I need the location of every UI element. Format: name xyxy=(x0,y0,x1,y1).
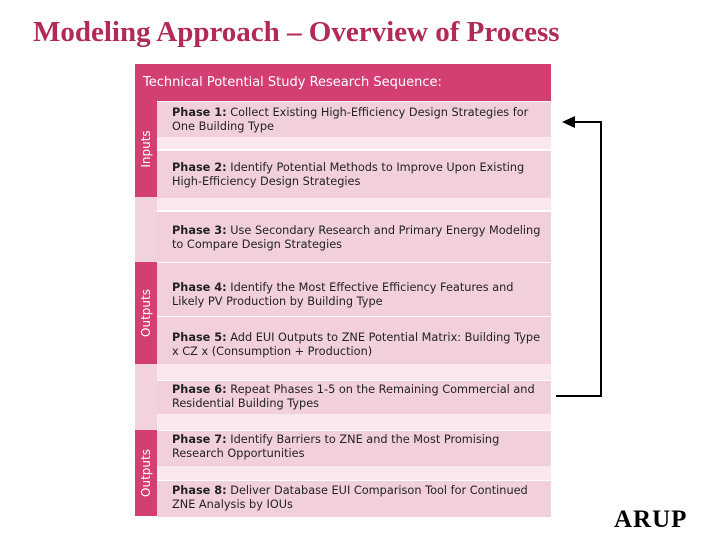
phase-7-label: Phase 7: xyxy=(172,433,227,446)
phase-8-description: Deliver Database EUI Comparison Tool for… xyxy=(172,484,528,511)
phase-4-text: Phase 4: Identify the Most Effective Eff… xyxy=(172,281,547,308)
sequence-header: Technical Potential Study Research Seque… xyxy=(135,64,551,101)
phase-5-text: Phase 5: Add EUI Outputs to ZNE Potentia… xyxy=(172,331,547,358)
phase-8-label: Phase 8: xyxy=(172,484,227,497)
band-spacer xyxy=(135,217,157,262)
phase-2-label: Phase 2: xyxy=(172,161,227,174)
phase-6-text: Phase 6: Repeat Phases 1-5 on the Remain… xyxy=(172,383,547,410)
phase-3-text: Phase 3: Use Secondary Research and Prim… xyxy=(172,224,547,251)
phase-7-text: Phase 7: Identify Barriers to ZNE and th… xyxy=(172,433,547,460)
phase-4-description: Identify the Most Effective Efficiency F… xyxy=(172,281,514,308)
phase-1-label: Phase 1: xyxy=(172,106,227,119)
outputs-band-1: Outputs xyxy=(135,262,157,364)
row-gap xyxy=(157,364,551,380)
row-gap xyxy=(157,466,551,480)
inputs-band: Inputs xyxy=(135,101,157,197)
phase-6-description: Repeat Phases 1-5 on the Remaining Comme… xyxy=(172,383,535,410)
phase-row-2 xyxy=(157,150,551,199)
slide-title: Modeling Approach – Overview of Process xyxy=(33,16,560,48)
phase-row-7 xyxy=(157,430,551,467)
phase-2-text: Phase 2: Identify Potential Methods to I… xyxy=(172,161,547,188)
row-gap xyxy=(157,414,551,430)
phase-3-label: Phase 3: xyxy=(172,224,227,237)
phase-4-label: Phase 4: xyxy=(172,281,227,294)
row-gap xyxy=(157,137,551,149)
row-gap xyxy=(157,198,551,210)
phase-row-3 xyxy=(157,211,551,263)
band-spacer xyxy=(135,364,157,384)
phase-1-description: Collect Existing High-Efficiency Design … xyxy=(172,106,529,133)
phase-2-description: Identify Potential Methods to Improve Up… xyxy=(172,161,525,188)
arup-logo: ARUP xyxy=(614,506,688,533)
phase-row-6 xyxy=(157,380,551,415)
phase-6-label: Phase 6: xyxy=(172,383,227,396)
phase-row-1 xyxy=(157,101,551,138)
phase-8-text: Phase 8: Deliver Database EUI Comparison… xyxy=(172,484,547,511)
outputs-band-2: Outputs xyxy=(135,430,157,516)
phase-3-description: Use Secondary Research and Primary Energ… xyxy=(172,224,541,251)
phase-1-text: Phase 1: Collect Existing High-Efficienc… xyxy=(172,106,547,133)
band-spacer xyxy=(135,384,157,430)
phase-row-8 xyxy=(157,480,551,517)
band-spacer xyxy=(135,197,157,217)
phase-row-4 xyxy=(157,262,551,317)
phase-7-description: Identify Barriers to ZNE and the Most Pr… xyxy=(172,433,500,460)
phase-5-label: Phase 5: xyxy=(172,331,227,344)
phase-row-5 xyxy=(157,316,551,365)
phase-5-description: Add EUI Outputs to ZNE Potential Matrix:… xyxy=(172,331,541,358)
